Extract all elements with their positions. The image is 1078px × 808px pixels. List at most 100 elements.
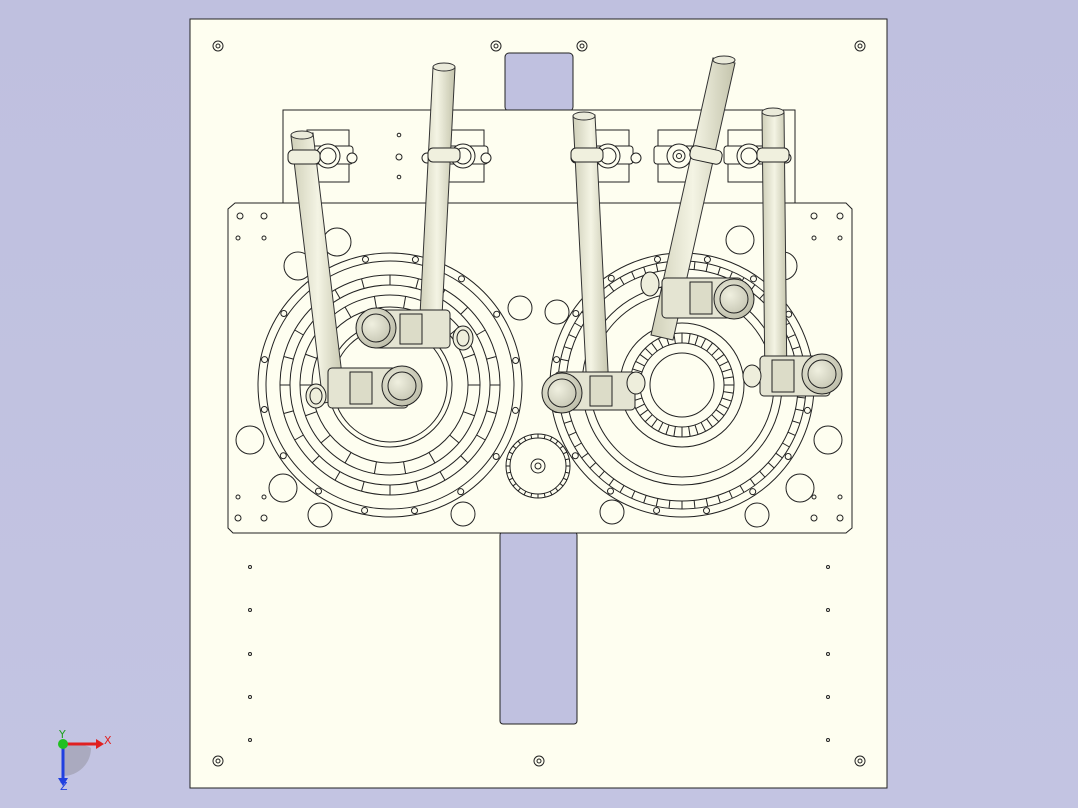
gear-tooth	[581, 452, 589, 459]
gear-tooth	[523, 491, 527, 496]
bearing-blocks[interactable]	[290, 129, 792, 183]
motor-right-upper	[640, 271, 755, 320]
gear-tooth	[693, 261, 696, 270]
ring-bolt	[784, 453, 792, 461]
gear-tooth	[463, 411, 475, 417]
y-axis-label: Y	[58, 728, 66, 741]
gear-tooth	[512, 483, 517, 487]
gear-tooth	[463, 353, 475, 359]
ring-bolt	[280, 309, 288, 317]
gear-tooth	[719, 403, 729, 410]
ring-bolt	[750, 275, 758, 283]
left-ring-bolts	[260, 255, 520, 515]
gear-tooth	[797, 396, 806, 399]
gear-tooth	[305, 353, 317, 359]
gear-tooth	[283, 410, 294, 414]
gear-tooth	[706, 418, 713, 428]
ring-bolt	[457, 488, 465, 496]
gear-tooth	[655, 498, 659, 507]
gear-tooth	[631, 490, 636, 499]
gear-tooth	[694, 424, 699, 435]
gear-tooth	[705, 263, 709, 272]
gear-tooth	[563, 346, 572, 350]
gear-tooth	[631, 271, 636, 280]
idler-gear-teeth	[506, 434, 570, 498]
gear-tooth	[565, 471, 570, 474]
gear-tooth	[506, 458, 511, 461]
gear-tooth	[560, 358, 569, 362]
motor-right-lower	[742, 353, 843, 397]
gear-tooth	[694, 335, 699, 346]
gear-tooth	[574, 322, 582, 328]
ring-bolt	[572, 309, 580, 317]
gear-tooth	[655, 263, 659, 272]
ring-bolt	[260, 406, 268, 414]
gear-tooth	[715, 409, 725, 416]
swing-arm-tubes[interactable]	[290, 55, 788, 404]
gear-tooth	[523, 436, 527, 441]
gear-tooth	[283, 356, 294, 360]
ring-bolt	[553, 356, 561, 364]
gear-tooth	[361, 481, 365, 492]
gear-tooth	[449, 434, 460, 444]
y-axis-dot	[58, 739, 68, 749]
plate-lobes	[235, 225, 843, 528]
gear-tooth	[632, 368, 643, 373]
gear-tooth	[717, 266, 721, 275]
gear-tooth	[639, 409, 649, 416]
gear-tooth	[486, 410, 497, 414]
gear-tooth	[517, 440, 521, 445]
gear-tooth	[334, 471, 341, 481]
gear-tooth	[619, 277, 625, 285]
gear-tooth	[508, 477, 513, 481]
gear-tooth	[723, 391, 734, 394]
gear-tooth	[711, 414, 720, 423]
ring-bolt	[279, 452, 287, 460]
gear-tooth	[589, 462, 597, 469]
gear-tooth	[711, 347, 720, 356]
gear-tooth	[665, 424, 670, 435]
gear-tooth	[568, 334, 577, 339]
gear-tooth	[723, 376, 734, 379]
ring-bolt	[512, 356, 520, 364]
gear-tooth	[344, 306, 352, 318]
gear-tooth	[792, 346, 801, 350]
z-axis-label: Z	[60, 780, 68, 793]
ring-bolt	[511, 406, 519, 414]
ring-bolt	[703, 256, 711, 264]
bearing-block-4	[653, 129, 705, 183]
bearing-block-3	[582, 129, 634, 183]
gear-tooth	[563, 451, 568, 455]
gear-tooth	[555, 487, 559, 492]
ring-bolt	[571, 452, 579, 460]
gear-tooth	[373, 461, 377, 474]
gear-tooth	[506, 471, 511, 474]
gear-tooth	[361, 278, 365, 289]
ring-bolt	[653, 506, 661, 514]
gear-tooth	[403, 461, 407, 474]
gear-tooth	[700, 338, 707, 348]
motor-assemblies[interactable]	[305, 271, 843, 414]
gear-tooth	[749, 478, 756, 486]
gear-tooth	[721, 368, 732, 373]
gear-tooth	[563, 420, 572, 424]
ring-bolt	[361, 255, 369, 263]
gear-tooth	[700, 422, 707, 432]
gear-tooth	[717, 495, 721, 504]
gear-tooth	[693, 500, 696, 509]
gear-tooth	[782, 442, 790, 448]
gear-plate-screws	[234, 212, 844, 522]
gear-tooth	[759, 470, 766, 478]
center-idler-gear[interactable]	[505, 433, 571, 499]
gear-tooth	[715, 354, 725, 361]
gear-tooth	[311, 455, 320, 464]
ring-bolt	[493, 310, 501, 318]
ring-bolt	[261, 356, 269, 364]
gear-tooth	[530, 434, 533, 439]
gear-tooth	[787, 334, 796, 339]
gear-tooth	[555, 440, 559, 445]
gear-tooth	[543, 434, 546, 439]
ring-bolt	[314, 487, 322, 495]
